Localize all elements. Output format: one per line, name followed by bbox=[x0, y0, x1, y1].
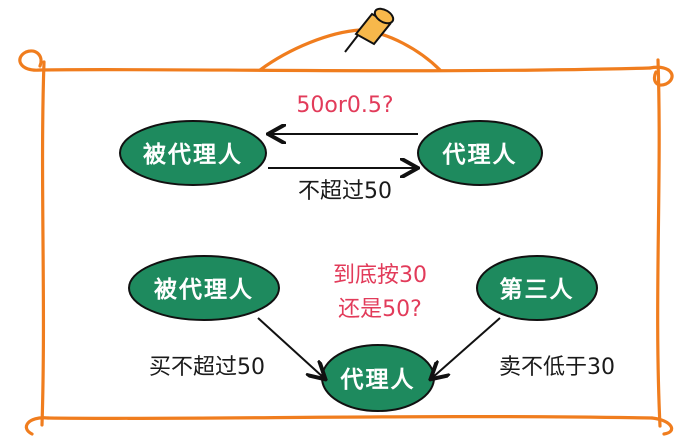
top-right-node-label: 代理人 bbox=[442, 142, 518, 168]
pushpin-icon bbox=[344, 7, 395, 53]
bottom-right-node bbox=[476, 255, 598, 321]
bottom-right-node-label: 第三人 bbox=[500, 276, 575, 303]
bottom-left-node-label: 被代理人 bbox=[154, 277, 254, 303]
bottom-right-arrow-label: 卖不低于30 bbox=[499, 355, 615, 380]
top-left-node-label: 被代理人 bbox=[143, 142, 243, 168]
bottom-question-line1: 到底按30 bbox=[333, 263, 427, 288]
bottom-left-node bbox=[128, 255, 280, 321]
bottom-arrow-from-right bbox=[432, 317, 501, 378]
bottom-question-line2: 还是50? bbox=[338, 297, 422, 322]
bottom-center-node-label: 代理人 bbox=[340, 367, 416, 393]
top-arrow-label-question: 50or0.5? bbox=[296, 93, 393, 118]
top-arrow-label-limit: 不超过50 bbox=[298, 179, 392, 204]
top-left-node bbox=[119, 120, 267, 186]
top-right-node bbox=[417, 120, 543, 186]
bottom-left-arrow-label: 买不超过50 bbox=[149, 355, 265, 380]
bottom-arrow-from-left bbox=[257, 317, 324, 378]
